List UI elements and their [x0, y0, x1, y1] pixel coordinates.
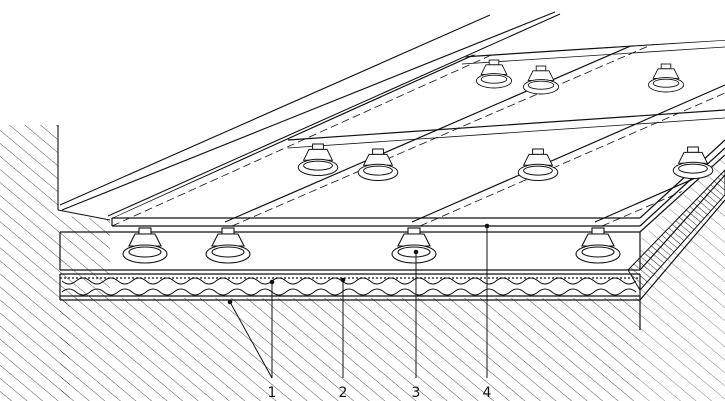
pedestal: [391, 227, 437, 264]
pedestal: [672, 146, 714, 179]
pedestal: [647, 63, 685, 93]
callout-4: 4: [483, 385, 492, 401]
pedestal: [357, 148, 399, 181]
pedestal: [205, 227, 251, 264]
pedestal: [122, 227, 168, 264]
pedestal: [517, 148, 559, 181]
top-panel-grid: [112, 40, 725, 227]
callout-labels: 1 2 3 4: [268, 385, 492, 401]
ground-hatching: [60, 150, 725, 401]
callout-1: 1: [268, 385, 277, 401]
pedestal: [522, 65, 560, 95]
pedestal: [297, 143, 339, 176]
pedestal: [575, 227, 621, 264]
callout-2: 2: [339, 385, 348, 401]
wall-edge: [57, 11, 561, 221]
pedestal: [475, 59, 513, 89]
wavy-insulation-layer: [61, 277, 637, 296]
wall-hatching: [0, 125, 110, 401]
callout-3: 3: [412, 385, 421, 401]
pedestal-supports: [122, 59, 714, 264]
floor-panel-edge: [59, 139, 725, 330]
leader-lines: [227, 223, 490, 379]
